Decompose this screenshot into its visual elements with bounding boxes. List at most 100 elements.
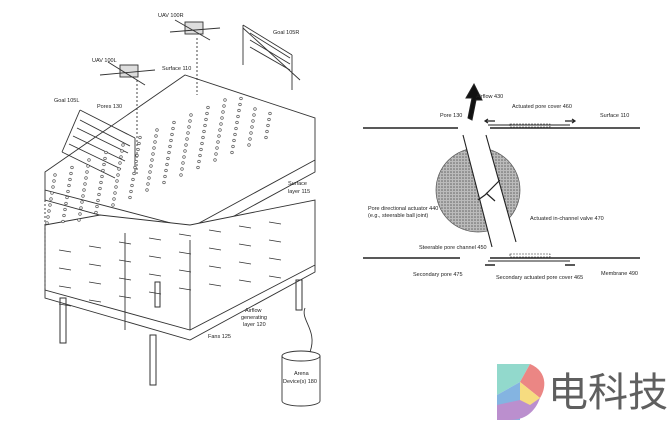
pore: [45, 221, 49, 225]
pore: [203, 123, 207, 128]
pore: [154, 134, 158, 138]
pore: [163, 174, 167, 179]
pore: [165, 162, 169, 167]
uav-100l-icon: [99, 61, 156, 175]
pore: [199, 147, 203, 152]
pore: [232, 138, 236, 143]
pore: [136, 147, 140, 152]
pore: [162, 180, 166, 185]
pore: [214, 152, 218, 156]
pore: [94, 210, 98, 215]
pore: [238, 102, 242, 107]
label-airflow-2: generating: [241, 315, 267, 321]
pore: [48, 203, 52, 207]
pore: [237, 108, 241, 113]
pore: [135, 153, 139, 158]
pore: [77, 218, 81, 222]
pore: [186, 131, 190, 135]
pore: [201, 135, 205, 140]
fan: [88, 281, 102, 285]
pore: [49, 197, 53, 201]
pore: [50, 191, 54, 195]
pore: [103, 156, 107, 161]
pore: [250, 125, 254, 129]
fan: [118, 259, 132, 263]
pore: [197, 159, 201, 164]
pore: [253, 107, 257, 111]
fan: [268, 257, 282, 261]
fan: [58, 249, 72, 253]
pore: [83, 182, 87, 186]
label-pore-130: Pore 130: [440, 113, 462, 119]
pore: [67, 183, 71, 188]
pore: [185, 137, 189, 141]
pore: [97, 192, 101, 197]
pore: [184, 143, 188, 147]
pore: [266, 123, 270, 128]
pore: [219, 122, 223, 126]
label-uav-100l: UAV 100L: [92, 58, 117, 64]
pore: [131, 177, 135, 182]
pore: [145, 188, 149, 192]
label-valve-470: Actuated in-channel valve 470: [530, 216, 604, 222]
pore: [206, 105, 210, 110]
left-labels: UAV 100R Goal 105R UAV 100L Surface 110 …: [54, 13, 317, 385]
pore: [215, 146, 219, 150]
pore: [133, 165, 137, 170]
legs: [59, 279, 303, 386]
pore: [204, 117, 208, 122]
pore: [221, 110, 225, 114]
pore: [167, 150, 171, 155]
pore: [172, 120, 176, 125]
pore: [113, 191, 117, 195]
fan: [148, 237, 162, 241]
pore: [180, 167, 184, 171]
fan: [148, 255, 162, 259]
fan: [268, 275, 282, 279]
label-surface-layer-2: layer 115: [288, 189, 310, 195]
fan: [208, 229, 222, 233]
pore: [81, 194, 85, 198]
pore: [102, 162, 106, 167]
fan: [178, 287, 192, 291]
pore: [96, 198, 100, 203]
pore: [217, 134, 221, 138]
pore: [128, 195, 132, 200]
pore: [47, 209, 51, 213]
pore: [164, 168, 168, 173]
in-channel-valve-icon: [477, 179, 501, 202]
pore: [216, 140, 220, 144]
pore: [239, 96, 243, 101]
pore: [189, 113, 193, 117]
pore: [82, 188, 86, 192]
fan: [88, 263, 102, 267]
pore: [130, 183, 134, 188]
pore: [152, 146, 156, 150]
pore: [236, 114, 240, 119]
pore: [151, 152, 155, 156]
pore: [181, 161, 185, 165]
pore: [84, 176, 88, 180]
label-channel-450: Steerable pore channel 450: [419, 245, 487, 251]
pore: [148, 170, 152, 174]
pore: [53, 173, 57, 177]
label-pores-130: Pores 130: [97, 104, 122, 110]
pore: [267, 117, 271, 122]
pore: [104, 150, 108, 155]
pore: [249, 131, 253, 135]
label-airflow-1: Airflow: [245, 308, 262, 314]
airflow-generating-layer: [44, 199, 316, 331]
fans-grid: [58, 221, 282, 307]
pore: [149, 164, 153, 168]
pore: [68, 177, 72, 182]
pore: [202, 129, 206, 134]
airflow-arrow-icon: [465, 82, 483, 121]
label-actuated-pore-cover: Actuated pore cover 460: [512, 104, 572, 110]
pore: [200, 141, 204, 146]
pore: [52, 179, 56, 183]
pore: [85, 170, 89, 174]
label-airflow-3: layer 120: [243, 322, 266, 328]
pore: [46, 215, 50, 219]
pore: [188, 119, 192, 123]
